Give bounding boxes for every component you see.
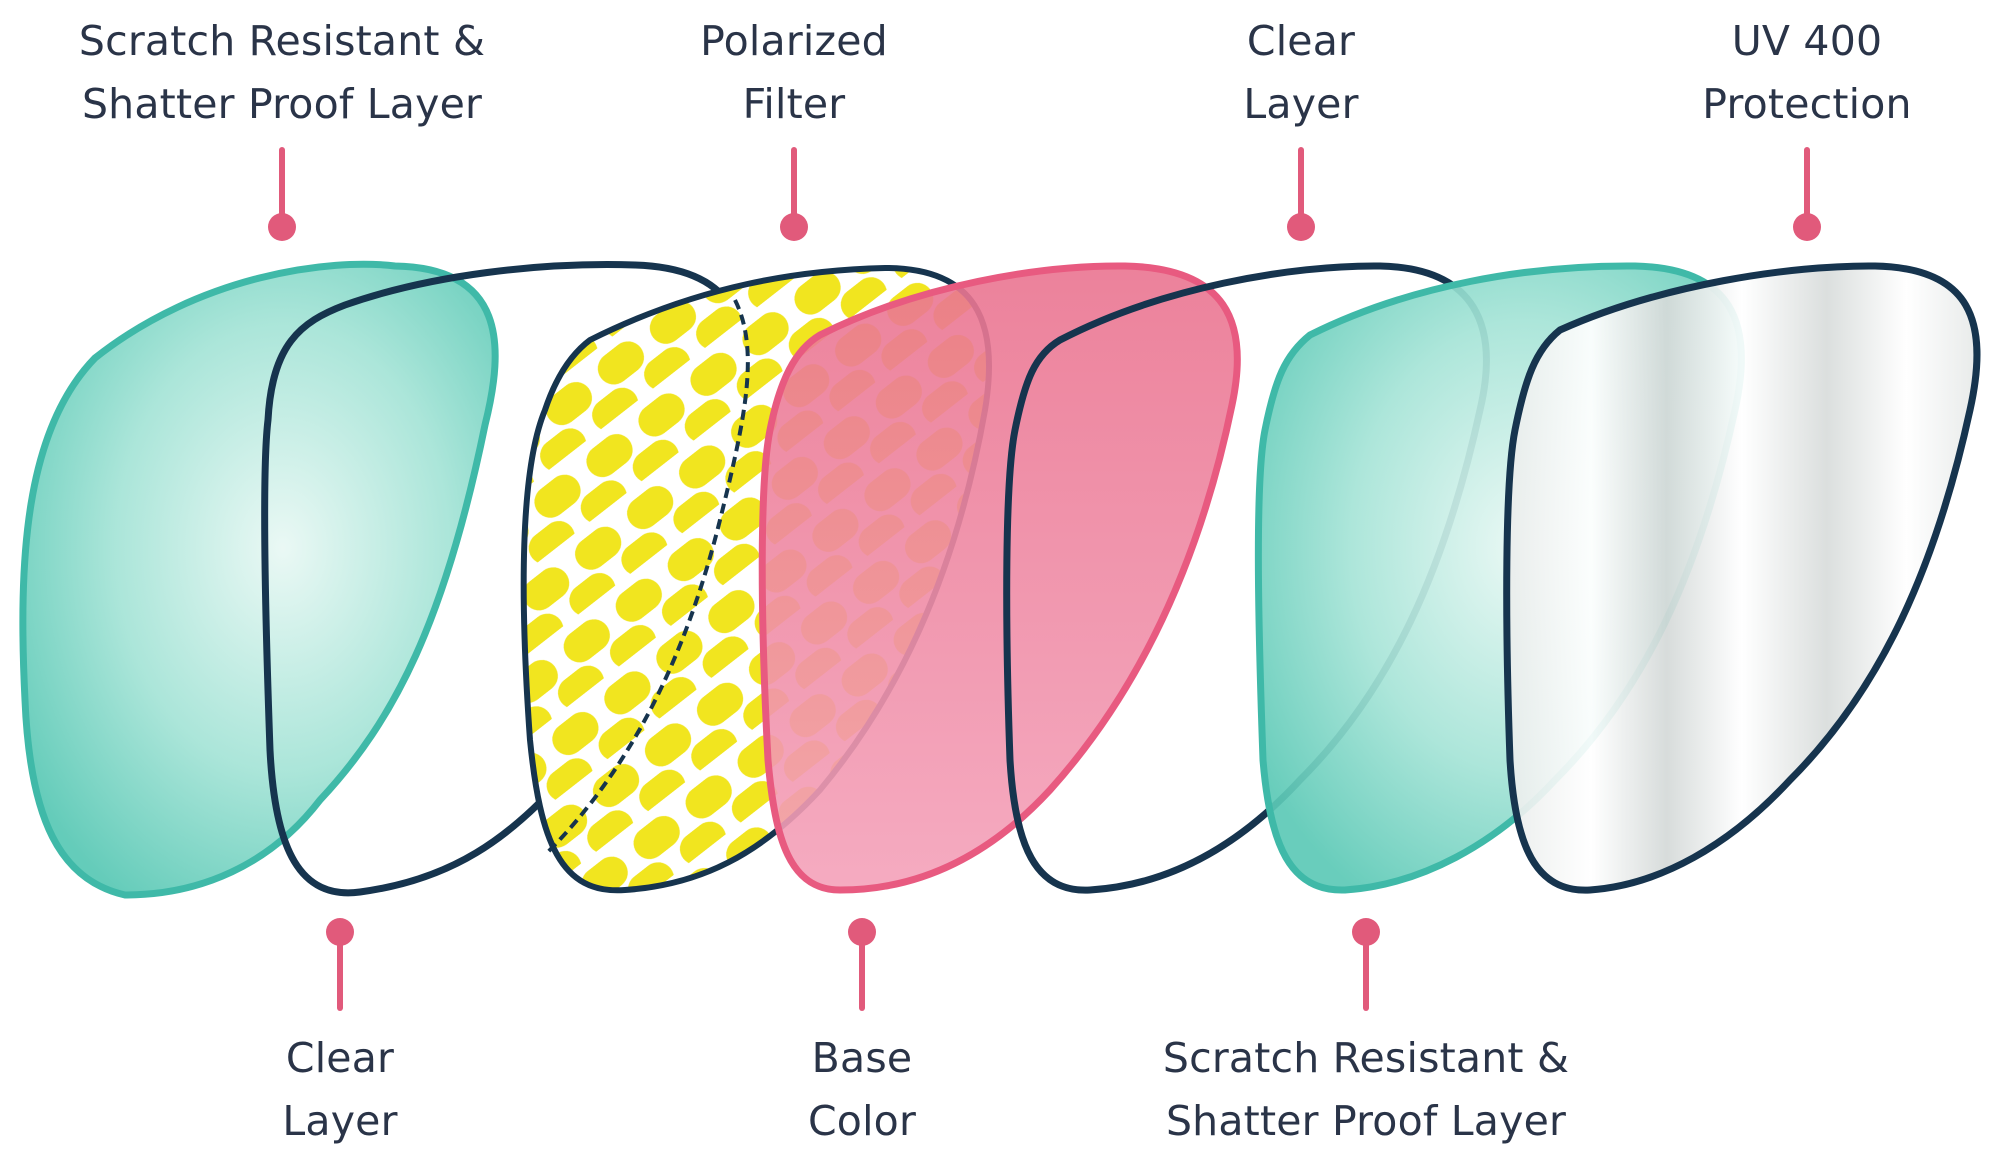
label-top-polarized-filter: Polarized Filter	[700, 10, 888, 136]
label-line: Protection	[1702, 80, 1912, 128]
label-line: Shatter Proof Layer	[1165, 1097, 1567, 1145]
label-line: Color	[807, 1097, 917, 1145]
label-line: Layer	[1243, 80, 1359, 128]
pin-top-1	[268, 147, 296, 241]
label-line: UV 400	[1731, 17, 1883, 65]
label-top-scratch-resistant: Scratch Resistant & Shatter Proof Layer	[79, 10, 485, 136]
label-line: Polarized	[700, 17, 888, 65]
scratch-resistant-layer-1	[19, 260, 499, 899]
label-line: Scratch Resistant &	[1162, 1034, 1570, 1082]
label-line: Layer	[282, 1097, 398, 1145]
label-bottom-scratch-resistant: Scratch Resistant & Shatter Proof Layer	[1163, 1027, 1569, 1153]
label-line: Scratch Resistant &	[78, 17, 486, 65]
label-line: Clear	[285, 1034, 395, 1082]
label-bottom-base-color: Base Color	[808, 1027, 916, 1153]
label-line: Clear	[1246, 17, 1356, 65]
label-top-clear-layer: Clear Layer	[1243, 10, 1358, 136]
clear-layer-1	[261, 261, 747, 897]
pin-bottom-1	[326, 918, 354, 1011]
pin-top-3	[1287, 147, 1315, 241]
pin-bottom-3	[1352, 918, 1380, 1011]
label-line: Shatter Proof Layer	[81, 80, 483, 128]
uv-400-protection	[1503, 262, 1981, 894]
pin-top-2	[780, 147, 808, 241]
label-line: Base	[811, 1034, 913, 1082]
pin-top-4	[1793, 147, 1821, 241]
pin-bottom-2	[848, 918, 876, 1011]
label-bottom-clear-layer: Clear Layer	[282, 1027, 397, 1153]
label-line: Filter	[742, 80, 846, 128]
label-top-uv-400: UV 400 Protection	[1702, 10, 1911, 136]
base-color	[758, 262, 1241, 894]
